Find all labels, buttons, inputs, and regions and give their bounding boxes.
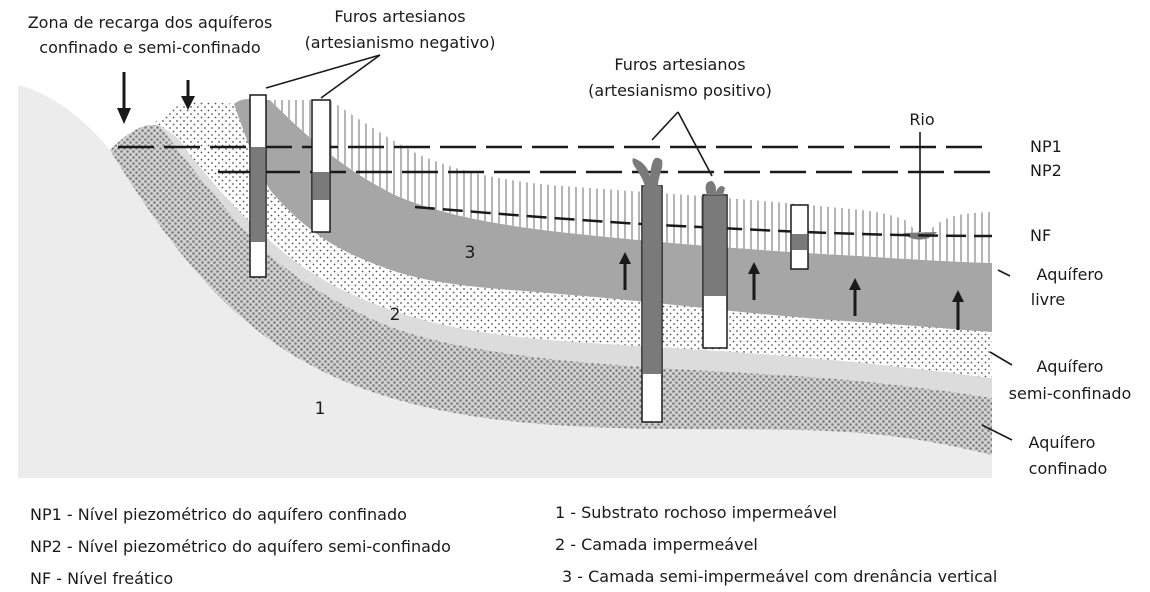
legend-layer-3: 3 - Camada semi-impermeável com drenânci…	[562, 567, 998, 586]
semi-impermeable-layer	[234, 99, 992, 332]
aquifer-confined-label-1: Aquífero	[1029, 433, 1096, 452]
legend-layer-2: 2 - Camada impermeável	[555, 535, 758, 554]
aquifer-free-label-2: livre	[1031, 290, 1065, 309]
recharge-arrows	[117, 72, 195, 124]
upward-flow-arrows	[619, 252, 964, 330]
well-4-positive	[702, 181, 728, 349]
nf-label: NF	[1030, 226, 1051, 245]
nf-line	[414, 205, 993, 238]
aquifer-semi-label-2: semi-confinado	[1009, 384, 1132, 403]
aquifer-semi-label-1: Aquífero	[1037, 357, 1104, 376]
wells-negative-label-2: (artesianismo negativo)	[305, 33, 496, 52]
np2-label: NP2	[1030, 161, 1062, 180]
np1-label: NP1	[1030, 137, 1062, 156]
layer-3-label: 3	[465, 243, 476, 263]
bedrock-layer	[18, 85, 992, 478]
recharge-zone-label-2: confinado e semi-confinado	[39, 38, 260, 57]
legend-np2: NP2 - Nível piezométrico do aquífero sem…	[30, 537, 451, 556]
well-3-positive	[632, 157, 663, 423]
well-5-free	[790, 204, 809, 270]
unconfined-aquifer-layer	[270, 100, 992, 263]
aquifer-confined-label-2: confinado	[1029, 459, 1108, 478]
legend-nf: NF - Nível freático	[30, 569, 174, 588]
recharge-zone-label-1: Zona de recarga dos aquíferos	[28, 13, 273, 32]
river-label: Rio	[909, 110, 934, 129]
legend-layer-1: 1 - Substrato rochoso impermeável	[555, 503, 837, 522]
well-1-negative	[249, 94, 267, 278]
wells-positive-label-2: (artesianismo positivo)	[588, 81, 772, 100]
confined-aquifer-layer	[110, 125, 992, 455]
well-2-negative	[311, 99, 331, 233]
layer-2-label: 2	[390, 305, 401, 325]
wells-negative-label-1: Furos artesianos	[334, 7, 465, 26]
wells-positive-label-1: Furos artesianos	[614, 55, 745, 74]
layer-1-label: 1	[315, 399, 326, 419]
aquifer-free-label-1: Aquífero	[1037, 265, 1104, 284]
legend-np1: NP1 - Nível piezométrico do aquífero con…	[30, 505, 407, 524]
leader-lines	[265, 54, 1013, 441]
impermeable-layer	[160, 126, 992, 398]
